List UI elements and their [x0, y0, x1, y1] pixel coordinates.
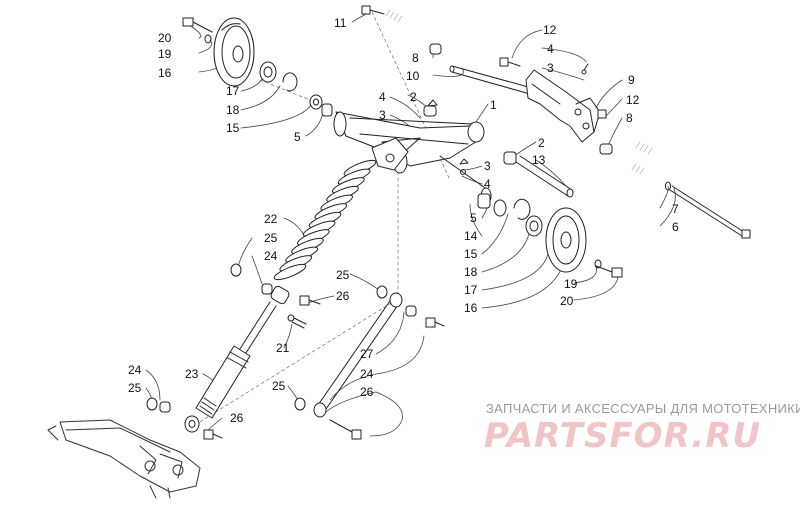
callout-23: 23 — [185, 367, 199, 381]
bushing-24-link-top — [405, 305, 417, 317]
callout-26: 26 — [360, 385, 374, 399]
bushing-5-right — [477, 193, 491, 209]
callout-12: 12 — [626, 93, 640, 107]
snap-ring-18-left — [282, 72, 298, 92]
spacer-8-upper — [429, 43, 442, 55]
callout-5: 5 — [294, 130, 301, 144]
callout-11: 11 — [334, 16, 347, 30]
callout-25: 25 — [264, 231, 278, 245]
axle-10 — [449, 65, 533, 95]
wheel-bolt-left — [182, 17, 213, 33]
link-arm-27 — [313, 292, 403, 418]
long-bolt-6 — [669, 185, 751, 239]
callout-17: 17 — [226, 84, 240, 98]
shock-spring-22 — [273, 159, 377, 281]
callout-8: 8 — [626, 111, 633, 125]
spacer-15-left — [309, 94, 323, 110]
callout-19: 19 — [564, 277, 578, 291]
callout-18: 18 — [464, 265, 478, 279]
callout-25: 25 — [128, 381, 142, 395]
callout-27: 27 — [360, 347, 374, 361]
callout-8: 8 — [412, 51, 419, 65]
washer-7 — [665, 181, 671, 191]
spring-coil — [273, 263, 307, 281]
grease-fitting-21 — [287, 314, 307, 329]
bolt-26-shock-bottom — [203, 429, 223, 440]
bushing-5-left — [321, 103, 333, 117]
callout-16: 16 — [464, 301, 478, 315]
track-frame-fragment — [47, 419, 201, 499]
callout-10: 10 — [406, 69, 420, 83]
callout-17: 17 — [464, 283, 478, 297]
bolt-26-link-top — [425, 317, 445, 328]
bearing-17-right — [525, 215, 543, 237]
shock-absorber-23 — [184, 285, 290, 433]
callout-20: 20 — [560, 294, 574, 308]
bolt-26-shock-top — [299, 295, 321, 306]
spacer-8-right — [599, 143, 613, 155]
callout-16: 16 — [158, 66, 172, 80]
wheel-bolt-right — [595, 265, 623, 278]
washer-19-left — [204, 34, 212, 44]
callout-5: 5 — [470, 211, 477, 225]
watermark-logo: PARTSFOR.RU — [484, 416, 762, 456]
callout-3: 3 — [547, 61, 554, 75]
rail-bracket-9 — [525, 69, 601, 143]
bearing-17-left — [259, 61, 277, 83]
bolt-11 — [361, 5, 385, 15]
callout-12: 12 — [543, 23, 557, 37]
callout-18: 18 — [226, 103, 240, 117]
cut-marks — [385, 9, 653, 175]
callout-2: 2 — [410, 90, 417, 104]
callout-15: 15 — [226, 121, 240, 135]
callout-25: 25 — [272, 379, 286, 393]
callout-4: 4 — [484, 177, 491, 191]
bushing-2-right — [503, 151, 517, 165]
bolt-12-upper — [499, 57, 521, 67]
bolt-26-link-bottom — [329, 419, 362, 440]
spring-pin-3-upper — [581, 63, 589, 75]
callout-26: 26 — [230, 411, 244, 425]
callout-6: 6 — [672, 220, 679, 234]
bushing-25-link-top — [376, 285, 388, 299]
washer-19-right — [594, 259, 602, 269]
callout-24: 24 — [264, 249, 278, 263]
watermark-subtitle: ЗАПЧАСТИ И АКСЕССУАРЫ ДЛЯ МОТОТЕХНИКИ — [486, 401, 800, 416]
bolt-12-right — [597, 109, 607, 119]
callout-1: 1 — [490, 98, 497, 112]
bushing-25-link-bottom — [294, 397, 306, 411]
callout-13: 13 — [532, 153, 546, 167]
bushing-25-shock-top — [230, 263, 242, 277]
snap-ring-18-right — [513, 198, 531, 220]
callout-21: 21 — [276, 341, 290, 355]
bushing-25-shock-bottom — [146, 397, 158, 411]
shock-mount-bracket — [371, 137, 409, 171]
callout-24: 24 — [360, 367, 374, 381]
callout-22: 22 — [264, 212, 278, 226]
callout-9: 9 — [628, 73, 635, 87]
callout-24: 24 — [128, 363, 142, 377]
bushing-24-shock-bottom — [159, 401, 171, 413]
callout-labels: 1 2 2 3 3 3 4 4 4 5 5 6 7 8 8 9 10 11 12… — [128, 16, 679, 425]
callout-4: 4 — [379, 90, 386, 104]
callout-15: 15 — [464, 247, 478, 261]
callout-7: 7 — [672, 202, 679, 216]
callout-2: 2 — [538, 136, 545, 150]
spacer-15-right — [493, 199, 507, 217]
bushing-2-upper — [423, 105, 437, 117]
callout-25: 25 — [336, 268, 350, 282]
bushing-24-shock-top — [261, 283, 273, 295]
callout-26: 26 — [336, 289, 350, 303]
axle-13 — [515, 155, 574, 198]
callout-3: 3 — [379, 108, 386, 122]
idler-wheel-right — [545, 207, 587, 273]
callout-20: 20 — [158, 31, 172, 45]
callout-14: 14 — [464, 229, 478, 243]
callout-4: 4 — [547, 42, 554, 56]
callout-19: 19 — [158, 47, 172, 61]
idler-wheel-left — [213, 17, 255, 87]
callout-3: 3 — [484, 159, 491, 173]
